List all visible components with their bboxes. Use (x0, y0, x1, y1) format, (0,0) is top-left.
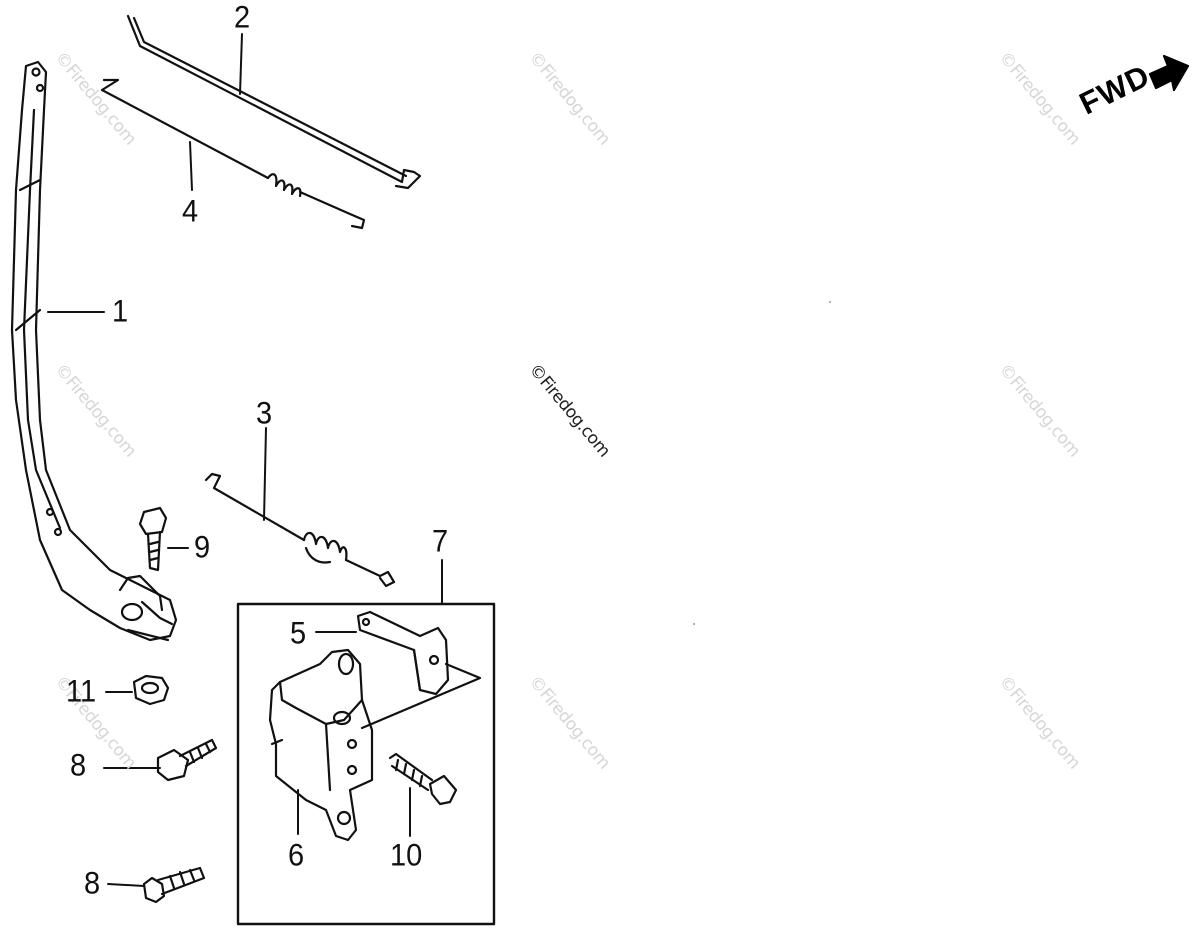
bracket-part-5 (356, 610, 482, 730)
bolt-part-9 (138, 506, 168, 572)
speck-mark (829, 301, 831, 303)
callout-2: 2 (234, 0, 251, 36)
spring-rod-part-4 (100, 78, 366, 230)
bolt-part-10 (388, 752, 458, 806)
forward-arrow-icon (1148, 54, 1190, 92)
callout-6: 6 (288, 838, 305, 874)
callout-7: 7 (432, 524, 449, 560)
callout-1: 1 (112, 294, 129, 330)
assembly-box-part-7 (236, 602, 496, 926)
speck-mark (693, 623, 695, 625)
rod-part-2 (126, 14, 422, 190)
bracket-part-6 (268, 648, 374, 842)
callout-4: 4 (182, 194, 199, 230)
callout-11: 11 (66, 674, 97, 710)
flange-bolt-part-8-upper (156, 738, 218, 782)
spring-part-3 (204, 472, 396, 588)
callout-9: 9 (194, 530, 211, 566)
leader-lines (47, 33, 443, 887)
callout-3: 3 (256, 396, 273, 432)
callout-5: 5 (290, 616, 307, 652)
bolt-part-8-lower (142, 866, 206, 904)
callout-8-lower: 8 (84, 866, 101, 902)
lever-arm-part-1 (10, 60, 178, 642)
callout-8-upper: 8 (70, 748, 87, 784)
callout-10: 10 (390, 838, 423, 874)
nut-part-11 (132, 674, 170, 706)
